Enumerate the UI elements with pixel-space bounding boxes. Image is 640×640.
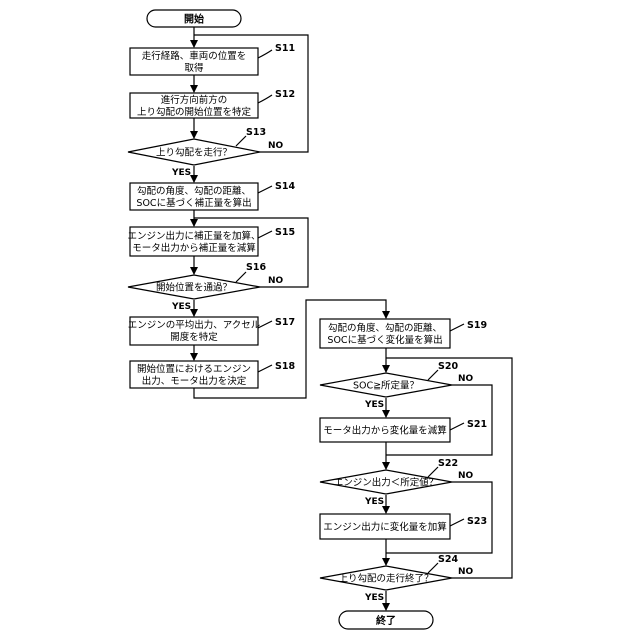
decision-s20-yes: YES: [364, 400, 384, 410]
decision-s24-yes: YES: [364, 593, 384, 603]
start-label: 開始: [184, 13, 204, 26]
decision-s20-id: S20: [438, 361, 458, 372]
step-s11-line2: 取得: [184, 62, 204, 74]
decision-s13-id: S13: [246, 127, 266, 138]
decision-s24-id: S24: [438, 554, 458, 565]
decision-s20: SOC≧所定量？ S20 NO YES: [320, 361, 474, 410]
step-s12: 進行方向前方の 上り勾配の開始位置を特定 S13 S12: [130, 89, 295, 118]
decision-s16-no: NO: [268, 276, 284, 286]
step-s17-line1: エンジンの平均出力、アクセル: [128, 319, 261, 331]
decision-s24-text: 上り勾配の走行終了？: [338, 573, 433, 585]
step-s14-line2: SOCに基づく補正量を算出: [136, 197, 251, 209]
step-s23-id: S23: [467, 516, 487, 527]
step-s12-id-label: S12: [275, 89, 295, 100]
step-s23: エンジン出力に変化量を加算 S23: [320, 514, 487, 539]
decision-s13-yes: YES: [171, 168, 191, 178]
step-s11-id: S11: [275, 43, 295, 54]
decision-s22-id: S22: [438, 458, 458, 469]
step-s15: エンジン出力に補正量を加算、 モータ出力から補正量を減算 S15: [127, 227, 295, 256]
step-s18: 開始位置におけるエンジン 出力、モータ出力を決定 S18: [130, 361, 295, 388]
decision-s13-text: 上り勾配を走行？: [156, 147, 232, 159]
step-s19-line2: SOCに基づく変化量を算出: [327, 334, 442, 346]
step-s15-line1: エンジン出力に補正量を加算、: [127, 230, 260, 242]
end-terminal: 終了: [339, 611, 433, 629]
step-s14-id: S14: [275, 181, 295, 192]
decision-s22-text: エンジン出力＜所定値？: [334, 477, 439, 489]
step-s18-line1: 開始位置におけるエンジン: [137, 363, 251, 375]
decision-s16-id: S16: [246, 262, 266, 273]
step-s14-line1: 勾配の角度、勾配の距離、: [137, 185, 251, 197]
decision-s24: 上り勾配の走行終了？ S24 NO YES: [320, 554, 474, 603]
step-s15-line2: モータ出力から補正量を減算: [132, 242, 256, 254]
step-s17-line2: 開度を特定: [170, 331, 218, 343]
decision-s20-no: NO: [458, 374, 474, 384]
decision-s16-text: 開始位置を通過？: [156, 282, 232, 294]
decision-s22-no: NO: [458, 471, 474, 481]
step-s11: 走行経路、車両の位置を 取得 S11: [130, 43, 295, 75]
start-terminal: 開始: [147, 10, 241, 27]
step-s21: モータ出力から変化量を減算 S21: [320, 418, 487, 442]
step-s19-id: S19: [467, 320, 487, 331]
decision-s16-yes: YES: [171, 302, 191, 312]
step-s21-text: モータ出力から変化量を減算: [323, 425, 447, 437]
step-s12-line2: 上り勾配の開始位置を特定: [137, 106, 252, 118]
step-s21-id: S21: [467, 419, 487, 430]
decision-s22-yes: YES: [364, 497, 384, 507]
step-s12-line1: 進行方向前方の: [161, 94, 228, 106]
decision-s22: エンジン出力＜所定値？ S22 NO YES: [320, 458, 474, 507]
decision-s24-no: NO: [458, 567, 474, 577]
step-s23-text: エンジン出力に変化量を加算: [323, 521, 447, 533]
step-s11-line1: 走行経路、車両の位置を: [142, 50, 247, 62]
step-s14: 勾配の角度、勾配の距離、 SOCに基づく補正量を算出 S14: [130, 181, 295, 210]
step-s18-line2: 出力、モータ出力を決定: [142, 375, 247, 387]
step-s17: エンジンの平均出力、アクセル 開度を特定 S17: [128, 317, 295, 345]
step-s17-id: S17: [275, 317, 295, 328]
decision-s20-text: SOC≧所定量？: [353, 380, 419, 392]
end-label: 終了: [376, 614, 396, 627]
decision-s13-no: NO: [268, 141, 284, 151]
step-s18-id: S18: [275, 361, 295, 372]
step-s19: 勾配の角度、勾配の距離、 SOCに基づく変化量を算出 S19: [320, 319, 487, 348]
step-s15-id: S15: [275, 227, 295, 238]
step-s19-line1: 勾配の角度、勾配の距離、: [328, 322, 442, 334]
